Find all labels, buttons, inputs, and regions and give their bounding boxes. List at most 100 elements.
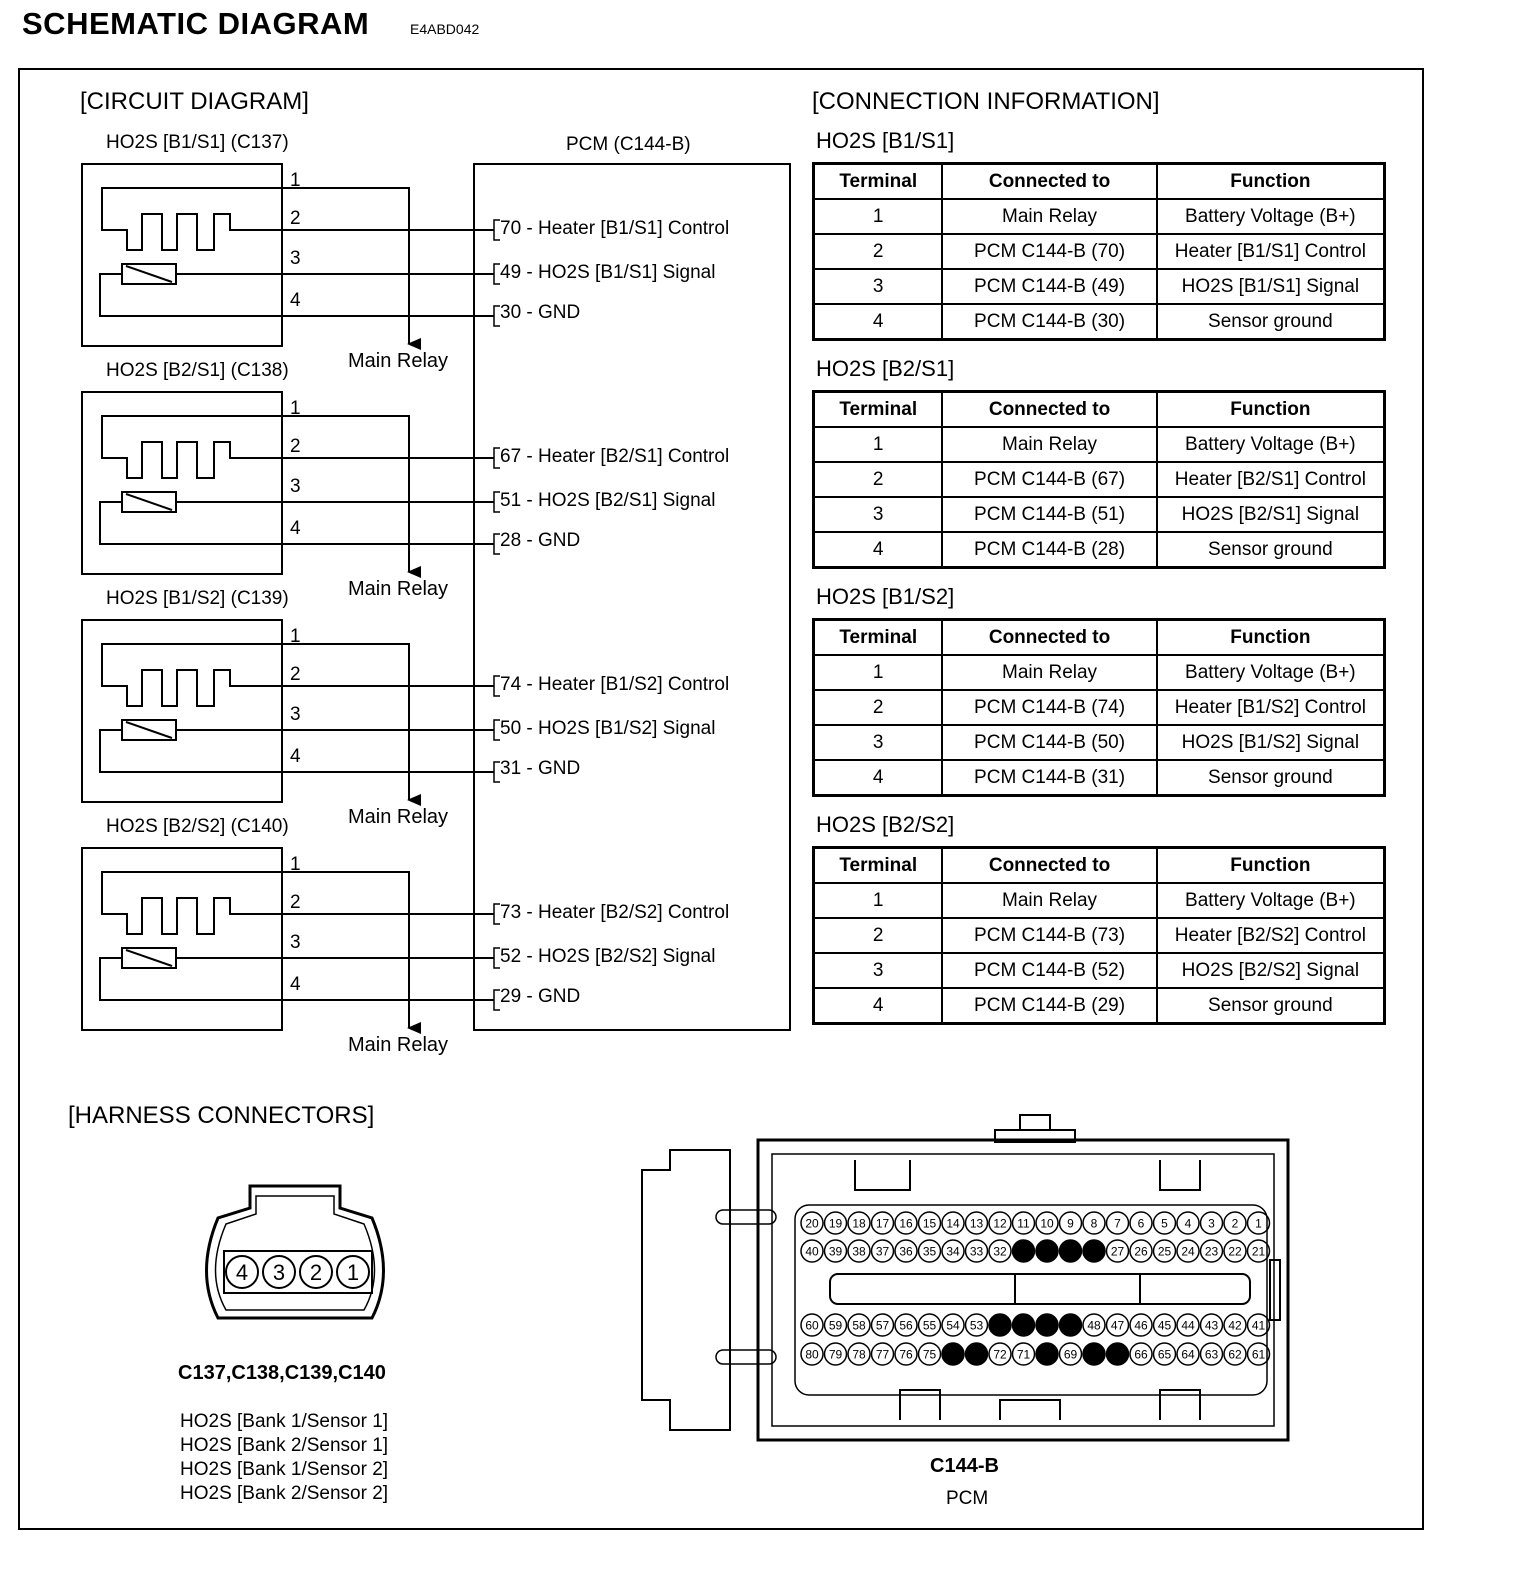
- sensor-title: HO2S [B2/S1] (C138): [106, 360, 289, 381]
- pcm-pin: 38: [847, 1239, 871, 1263]
- pin-label: 69: [1064, 1348, 1078, 1362]
- table-cell: 2: [812, 689, 944, 726]
- pin-label: 26: [1134, 1245, 1148, 1259]
- column-header: Function: [1155, 618, 1386, 656]
- pin-label: 17: [876, 1217, 890, 1231]
- pin-label: 25: [1158, 1245, 1172, 1259]
- pin-number: 2: [290, 208, 301, 229]
- table-cell: HO2S [B2/S1] Signal: [1155, 496, 1386, 533]
- pcm-pin: [941, 1342, 965, 1366]
- pcm-pin-label: 30 - GND: [500, 302, 581, 323]
- pcm-pin-label: 50 - HO2S [B1/S2] Signal: [500, 718, 716, 739]
- pcm-pin: 61: [1246, 1342, 1271, 1366]
- pcm-pin: 79: [823, 1342, 848, 1366]
- pin-label: 3: [1208, 1217, 1215, 1231]
- column-header: Connected to: [941, 618, 1158, 656]
- pin-label: 66: [1134, 1348, 1148, 1362]
- pin-label: 76: [899, 1348, 913, 1362]
- connection-table-title: HO2S [B1/S1]: [816, 128, 955, 153]
- table-cell: PCM C144-B (50): [941, 724, 1158, 761]
- pcm-connector-subcaption: PCM: [946, 1488, 989, 1509]
- pcm-pin: 27: [1105, 1239, 1130, 1263]
- table-cell: 1: [812, 198, 944, 235]
- sensor-title: HO2S [B2/S2] (C140): [106, 816, 289, 837]
- pcm-pin: 55: [917, 1313, 942, 1337]
- pin-label: 55: [923, 1319, 937, 1333]
- pcm-pin: 35: [917, 1239, 942, 1263]
- pin-label: 43: [1205, 1319, 1219, 1333]
- pcm-pin: 40: [800, 1239, 824, 1263]
- pcm-pin: 15: [917, 1211, 942, 1235]
- pin-label: 20: [805, 1217, 819, 1231]
- pin-label: 11: [1017, 1217, 1030, 1231]
- pin-label: 6: [1138, 1217, 1145, 1231]
- pin-label: 2: [310, 1260, 322, 1285]
- table-cell: 3: [812, 724, 944, 761]
- pin-label: 34: [946, 1245, 960, 1259]
- table-cell: Sensor ground: [1155, 531, 1386, 569]
- connector-pin: 2: [299, 1255, 333, 1289]
- table-cell: PCM C144-B (52): [941, 952, 1158, 989]
- pin-label: 19: [829, 1217, 843, 1231]
- pin-label: 27: [1111, 1245, 1125, 1259]
- pcm-pin: 46: [1129, 1313, 1153, 1337]
- pin-label: 4: [236, 1260, 248, 1285]
- pin-label: 3: [273, 1260, 285, 1285]
- pin-label: 14: [946, 1217, 960, 1231]
- pin-number: 1: [290, 854, 301, 875]
- circuit-diagram: [81, 163, 791, 1034]
- pcm-pin: [1035, 1313, 1059, 1337]
- pin-label: 32: [993, 1245, 1007, 1259]
- pcm-pin-label: 74 - Heater [B1/S2] Control: [500, 674, 730, 695]
- pin-label: 80: [805, 1348, 819, 1362]
- circuit-section-label: [CIRCUIT DIAGRAM]: [80, 88, 309, 115]
- pcm-pin: 57: [870, 1313, 895, 1337]
- pcm-pin: 48: [1082, 1313, 1106, 1337]
- pin-label: 4: [1185, 1217, 1192, 1231]
- pin-label: 57: [876, 1319, 890, 1333]
- table-cell: Heater [B1/S1] Control: [1155, 233, 1386, 270]
- pin-label: 5: [1161, 1217, 1168, 1231]
- table-cell: 2: [812, 917, 944, 954]
- pin-label: 22: [1228, 1245, 1242, 1259]
- table-cell: HO2S [B1/S2] Signal: [1155, 724, 1386, 761]
- pcm-pin: 16: [894, 1211, 918, 1235]
- main-relay-label: Main Relay: [348, 1034, 449, 1056]
- connector-pin: 1: [336, 1255, 370, 1289]
- heater-element-icon: [101, 213, 232, 251]
- table-cell: Heater [B1/S2] Control: [1155, 689, 1386, 726]
- pcm-pin: 20: [800, 1211, 824, 1235]
- pin-label: 54: [946, 1319, 960, 1333]
- pin-label: 44: [1181, 1319, 1195, 1333]
- pcm-pin: 32: [988, 1239, 1012, 1263]
- pin-number: 4: [290, 746, 301, 767]
- pin-label: 8: [1091, 1217, 1098, 1231]
- table-cell: PCM C144-B (73): [941, 917, 1158, 954]
- diagram-frame: [18, 68, 1424, 1530]
- pcm-pin: 60: [800, 1313, 824, 1337]
- pcm-pin: 24: [1176, 1239, 1200, 1263]
- pin-label: 37: [876, 1245, 890, 1259]
- pcm-pin: 22: [1223, 1239, 1247, 1263]
- table-cell: HO2S [B1/S1] Signal: [1155, 268, 1386, 305]
- pcm-pin: 42: [1223, 1313, 1247, 1337]
- pin-label: 65: [1158, 1348, 1172, 1362]
- table-cell: 1: [812, 426, 944, 463]
- pcm-pin: [964, 1342, 989, 1366]
- pcm-pin: 6: [1129, 1211, 1153, 1235]
- pcm-pin: 18: [847, 1211, 871, 1235]
- pin-label: 1: [1255, 1217, 1262, 1231]
- pin-number: 3: [290, 932, 301, 953]
- pin-label: 45: [1158, 1319, 1172, 1333]
- pcm-pin: 63: [1199, 1342, 1224, 1366]
- pin-label: 36: [899, 1245, 913, 1259]
